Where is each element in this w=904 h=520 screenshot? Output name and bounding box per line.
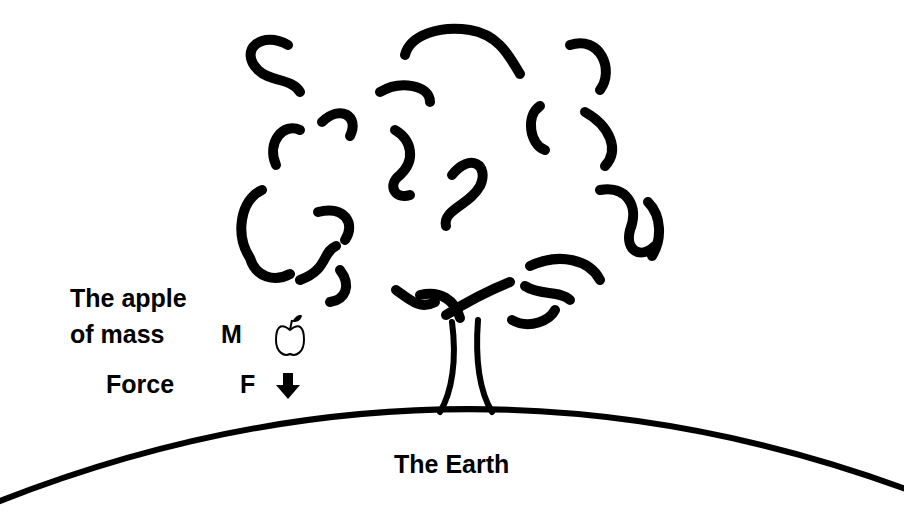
apple-caption: The apple of mass — [70, 280, 210, 352]
mass-symbol: M — [221, 316, 242, 352]
force-arrow — [276, 373, 300, 399]
force-caption: Force — [106, 366, 174, 402]
earth-surface — [0, 409, 904, 505]
apple-icon — [276, 315, 304, 355]
tree-canopy — [241, 29, 659, 324]
tree-trunk — [440, 320, 492, 412]
force-symbol: F — [240, 366, 255, 402]
earth-caption: The Earth — [394, 446, 509, 482]
